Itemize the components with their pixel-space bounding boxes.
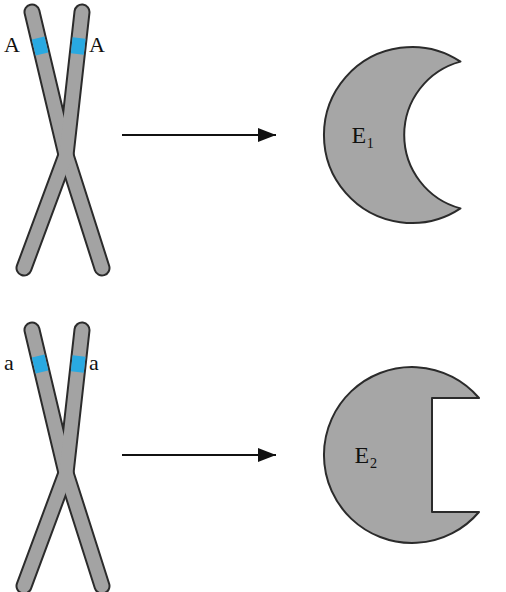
enzyme-shape: E₂ (322, 367, 502, 543)
enzyme-label: E₂ (354, 443, 377, 467)
arrow-connector (122, 454, 276, 456)
arrow-connector (122, 134, 276, 136)
gene-band (38, 356, 42, 372)
enzyme-body (324, 367, 479, 543)
chromosome-outline (0, 318, 118, 592)
enzyme-outline (322, 367, 502, 543)
enzyme-body (324, 47, 461, 223)
gene-band (77, 38, 79, 54)
chromatid-outline (24, 330, 82, 586)
chromatid-outline (24, 12, 82, 268)
allele-label: a (4, 352, 14, 374)
chromosome-pair: AA (0, 0, 118, 285)
chromosome-figure (24, 330, 102, 586)
allele-label: A (4, 34, 20, 56)
allele-label: a (89, 352, 99, 374)
allele-label: A (89, 34, 105, 56)
chromatid (24, 330, 82, 586)
chromosome-pair: aa (0, 318, 118, 592)
enzyme-shape: E₁ (322, 47, 502, 223)
enzyme-outline (322, 47, 502, 223)
gene-band (38, 38, 42, 54)
enzyme-label: E₁ (351, 123, 374, 147)
gene-band (77, 356, 79, 372)
chromatid (24, 12, 82, 268)
